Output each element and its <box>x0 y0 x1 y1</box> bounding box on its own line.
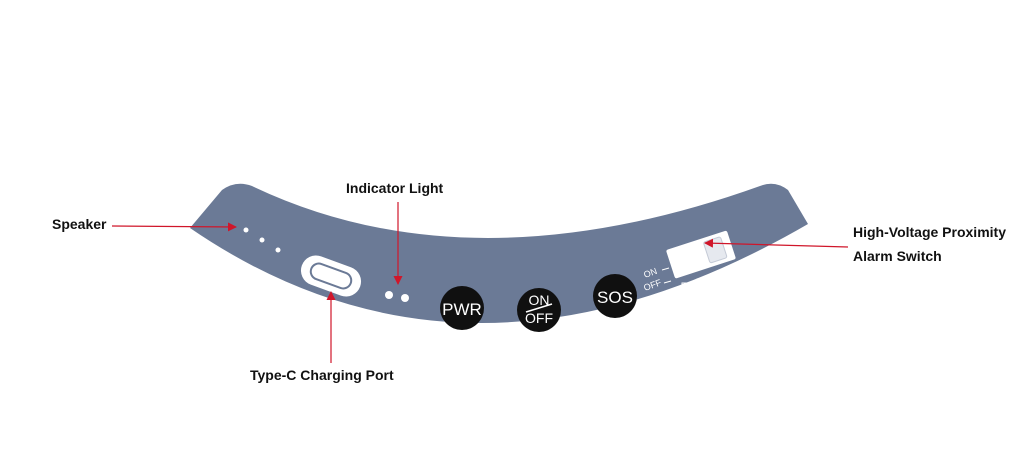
on-off-button[interactable]: ON OFF <box>517 288 561 332</box>
indicator-light <box>385 291 393 299</box>
switch-level-220v: 220V <box>676 286 690 304</box>
speaker-arrow <box>111 222 237 232</box>
pwr-button[interactable]: PWR <box>440 286 484 330</box>
pwr-button-label: PWR <box>442 300 482 319</box>
switch-scale-ticks <box>661 263 739 291</box>
indicator-light-label: Indicator Light <box>346 180 444 196</box>
switch-on-label: ON <box>642 266 658 280</box>
type-c-port <box>300 255 362 297</box>
type-c-port-slot <box>309 262 353 290</box>
on-label: ON <box>529 292 550 308</box>
switch-level-110kv: 110KV <box>727 263 743 285</box>
panel-tab <box>462 268 528 275</box>
sos-button-label: SOS <box>597 288 633 307</box>
speaker-hole <box>259 237 265 243</box>
type-c-label: Type-C Charging Port <box>250 367 394 383</box>
hv-switch-arrow <box>704 238 849 248</box>
speaker-label: Speaker <box>52 216 107 232</box>
switch-level-10kv: 10KV <box>692 279 707 298</box>
hv-switch-label-line1: High-Voltage Proximity <box>853 224 1006 240</box>
speaker-hole <box>275 247 281 253</box>
sos-button[interactable]: SOS <box>593 274 637 318</box>
off-label: OFF <box>525 310 553 326</box>
switch-level-35kv: 35KV <box>709 273 724 292</box>
speaker-hole <box>243 227 249 233</box>
hv-switch-label-line2: Alarm Switch <box>853 248 942 264</box>
indicator-light <box>401 294 409 302</box>
on-off-divider <box>525 303 553 313</box>
